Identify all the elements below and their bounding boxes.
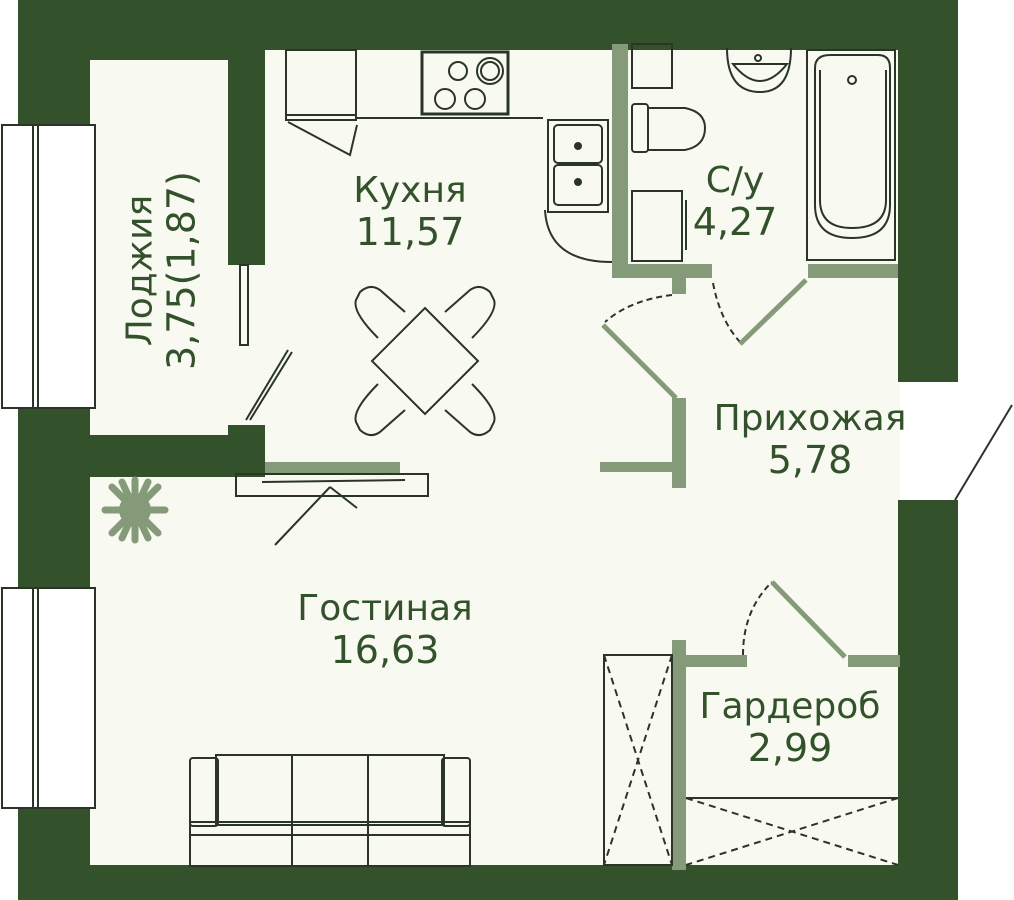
washbasin-icon <box>726 47 792 94</box>
kitchen-door <box>601 294 678 400</box>
room-label-kitchen: Кухня 11,57 <box>353 170 467 255</box>
room-label-living-room: Гостиная 16,63 <box>297 588 473 673</box>
tv-stand-icon <box>235 473 429 546</box>
inner-walls <box>265 44 900 870</box>
entrance-door <box>954 404 1013 501</box>
room-label-bathroom: С/у 4,27 <box>692 160 778 245</box>
bathtub-icon <box>806 49 896 261</box>
washing-machine-icon <box>631 43 673 89</box>
wardrobe-shelf <box>685 797 899 866</box>
room-label-wardrobe: Гардероб 2,99 <box>699 686 881 771</box>
stove-icon <box>420 50 510 116</box>
window-living <box>1 587 96 809</box>
plant-icon <box>101 476 169 544</box>
outer-walls <box>18 0 958 900</box>
room-label-hallway: Прихожая 5,78 <box>713 398 907 483</box>
window-loggia <box>1 124 96 409</box>
fridge-icon <box>285 49 358 157</box>
closet-living <box>603 654 673 866</box>
washer-icon <box>631 190 687 262</box>
bathroom-door <box>712 278 808 346</box>
loggia-door <box>239 264 293 421</box>
sink-icon <box>544 119 613 263</box>
toilet-icon <box>631 103 707 153</box>
room-label-loggia: Лоджия 3,75(1,87) <box>119 171 204 370</box>
wardrobe-door <box>742 580 847 659</box>
sofa-icon <box>189 754 471 867</box>
dining-table-icon <box>354 286 496 436</box>
